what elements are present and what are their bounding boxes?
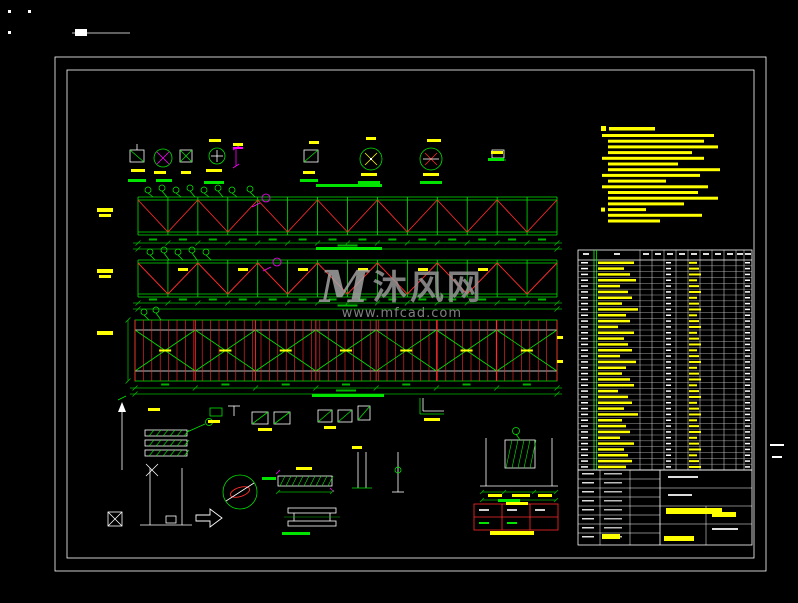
truss-elevation-1 bbox=[137, 196, 558, 236]
drawing-frame bbox=[54, 56, 767, 572]
leader-circles-1 bbox=[144, 184, 256, 198]
small-part-details bbox=[209, 398, 444, 425]
plan-view bbox=[125, 317, 558, 384]
dimension-line-2 bbox=[133, 298, 562, 312]
post-details bbox=[352, 452, 404, 493]
erection-detail bbox=[107, 395, 223, 528]
leader-circles-2 bbox=[146, 246, 212, 261]
red-grid-table bbox=[473, 503, 559, 531]
pedestal-detail bbox=[479, 427, 559, 503]
leader-circles-3 bbox=[140, 306, 162, 321]
flat-bar-detail bbox=[275, 469, 335, 495]
parts-table bbox=[577, 249, 753, 471]
notes-block bbox=[601, 126, 720, 223]
title-block bbox=[577, 469, 753, 546]
callout-circles bbox=[251, 193, 282, 272]
detail-section-row bbox=[129, 144, 506, 171]
weld-detail-circle bbox=[222, 474, 258, 510]
channel-profile-detail bbox=[284, 507, 340, 527]
registration-marks bbox=[8, 10, 784, 458]
labels-layer bbox=[97, 137, 563, 535]
truss-elevation-2 bbox=[137, 259, 558, 298]
